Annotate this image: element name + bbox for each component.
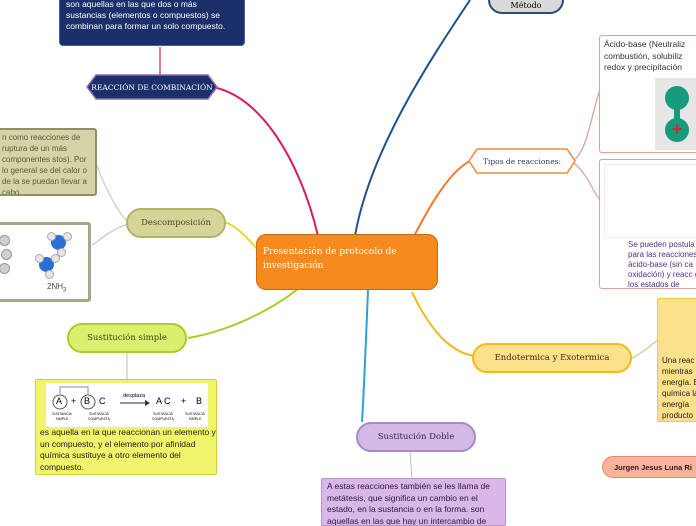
tipos-box-2: Se pueden postula para las reacciones ác… bbox=[599, 159, 696, 289]
tipos-box-1-text: Ácido-base (Neutraliz combustión, solubi… bbox=[604, 39, 686, 72]
hydrogen-atom bbox=[45, 270, 54, 279]
link-top bbox=[354, 0, 471, 237]
term-b-2: B bbox=[196, 396, 203, 406]
caption-compuesta-2: SUSTANCIA COMPUESTA bbox=[152, 412, 174, 421]
tipos-node-shape bbox=[468, 148, 576, 174]
combinacion-node[interactable]: REACCIÓN DE COMBINACIÓN bbox=[86, 74, 218, 100]
hydrogen-atom bbox=[57, 248, 66, 257]
descomposicion-description: n como reacciones de ruptura de un más c… bbox=[2, 133, 87, 196]
link-tipos-box1 bbox=[573, 89, 601, 161]
top-node-label: Método bbox=[510, 0, 542, 10]
hydrogen-atom bbox=[63, 232, 72, 241]
reaction-diagram-svg bbox=[52, 386, 150, 410]
author-name: Jurgen Jesus Luna Ri bbox=[614, 462, 692, 472]
sustitucion-doble-node[interactable]: Sustitución Doble bbox=[356, 422, 476, 452]
arrow-label: desplaza bbox=[123, 393, 146, 399]
grey-atom bbox=[0, 235, 10, 246]
link-tipos bbox=[411, 159, 473, 241]
link-simple bbox=[187, 282, 306, 339]
endotermica-label: Endotermica y Exotermica bbox=[494, 353, 610, 363]
tipos-image: + bbox=[655, 78, 696, 150]
central-title: Presentación de protocolo de investigaci… bbox=[263, 247, 397, 271]
hydrogen-atom bbox=[51, 254, 60, 263]
link-endo bbox=[411, 291, 475, 357]
term-plus: + bbox=[71, 396, 77, 406]
link-descomposicion-box bbox=[96, 164, 129, 223]
caption-compuesta: SUSTANCIA COMPUESTA bbox=[88, 412, 110, 421]
plus-icon: + bbox=[671, 119, 683, 139]
hydrogen-atom bbox=[35, 254, 44, 263]
endotermica-description: Una reac mientras energía. E química la … bbox=[662, 356, 696, 420]
hydrogen-atom bbox=[47, 232, 56, 241]
sustitucion-doble-description: A estas reacciones también se les llama … bbox=[327, 481, 491, 526]
sustitucion-doble-text-box: A estas reacciones también se les llama … bbox=[321, 478, 506, 526]
tipos-box-2-image bbox=[604, 164, 696, 238]
tipos-box-1: Ácido-base (Neutraliz combustión, solubi… bbox=[599, 35, 696, 153]
combinacion-description: son aquellas en las que dos o más sustan… bbox=[66, 0, 226, 31]
author-node[interactable]: Jurgen Jesus Luna Ri bbox=[602, 456, 696, 478]
sustitucion-simple-node[interactable]: Sustitución simple bbox=[67, 323, 187, 353]
combinacion-label: REACCIÓN DE COMBINACIÓN bbox=[91, 82, 213, 92]
reaction-diagram: A + B C desplaza A C + B SUSTANCIA SIMPL… bbox=[46, 383, 208, 427]
teal-circle-lower bbox=[665, 118, 689, 142]
link-descomposicion bbox=[223, 221, 259, 251]
term-a: A bbox=[56, 396, 63, 406]
combinacion-text-box: son aquellas en las que dos o más sustan… bbox=[59, 0, 245, 46]
descomposicion-text-box: n como reacciones de ruptura de un más c… bbox=[0, 128, 97, 196]
tipos-label: Tipos de reacciones: bbox=[482, 156, 562, 166]
top-node[interactable]: Método bbox=[488, 0, 564, 14]
endotermica-box: Una reac mientras energía. E química la … bbox=[657, 298, 696, 422]
term-ac: A C bbox=[156, 396, 171, 406]
descomposicion-node[interactable]: Descomposición bbox=[126, 208, 226, 238]
term-plus-2: + bbox=[181, 396, 187, 406]
combinacion-node-shape bbox=[86, 74, 218, 100]
link-descomposicion-img bbox=[91, 223, 129, 246]
tipos-box-2-text: Se pueden postula para las reacciones ác… bbox=[628, 240, 696, 289]
link-doble bbox=[361, 289, 369, 423]
tipos-node[interactable]: Tipos de reacciones: bbox=[468, 148, 576, 174]
term-b: B bbox=[84, 396, 91, 406]
central-topic[interactable]: Presentación de protocolo de investigaci… bbox=[256, 234, 438, 290]
sustitucion-simple-box: A + B C desplaza A C + B SUSTANCIA SIMPL… bbox=[35, 379, 217, 475]
term-c: C bbox=[99, 396, 106, 406]
endotermica-node[interactable]: Endotermica y Exotermica bbox=[472, 343, 632, 373]
nh3-label: 2NH3 bbox=[47, 282, 67, 294]
grey-atom bbox=[0, 263, 10, 274]
descomposicion-image-box: 2NH3 bbox=[0, 222, 91, 302]
teal-stem bbox=[674, 104, 680, 122]
caption-simple-2: SUSTANCIA SIMPLE bbox=[185, 412, 205, 421]
link-doble-box bbox=[409, 451, 413, 480]
grey-atom bbox=[1, 249, 12, 260]
link-tipos-box2 bbox=[573, 162, 601, 201]
sustitucion-simple-description: es aquella en la que reaccionan un eleme… bbox=[40, 427, 216, 472]
sustitucion-simple-label: Sustitución simple bbox=[87, 333, 167, 343]
sustitucion-doble-label: Sustitución Doble bbox=[377, 432, 455, 442]
caption-simple: SUSTANCIA SIMPLE bbox=[52, 412, 72, 421]
link-endo-box bbox=[631, 339, 659, 359]
link-combinacion bbox=[211, 86, 319, 237]
descomposicion-label: Descomposición bbox=[141, 218, 211, 228]
